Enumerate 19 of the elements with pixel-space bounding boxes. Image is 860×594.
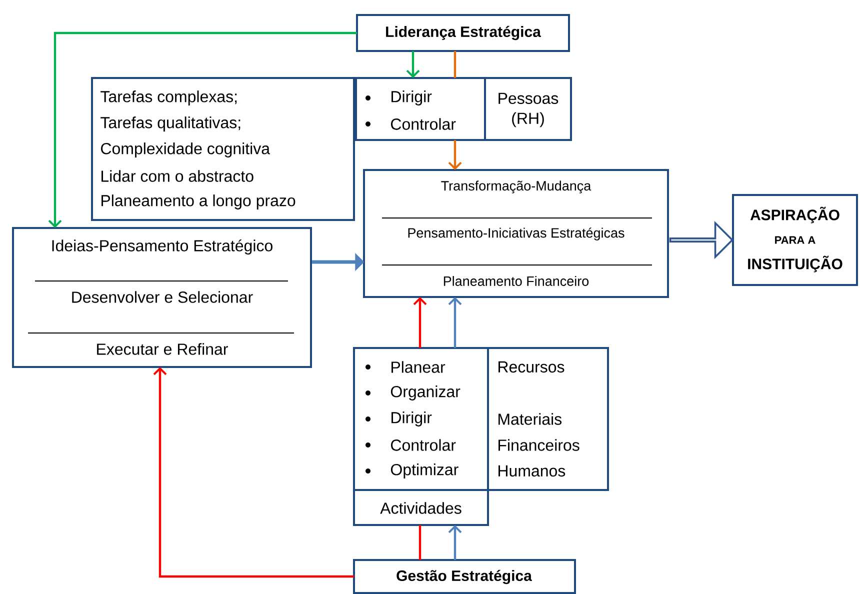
text-box: Tarefas complexas; Tarefas qualitativas; Complexidade cognitiva Lidar com o abstracto Planeamento a longo prazo [91,77,355,221]
list-box: Recursos Materiais Financeiros Humanos [487,347,609,491]
text-box: Ideias-Pensamento Estratégico Desenvolver e Selecionar Executar e Refinar [12,227,312,368]
arrow [406,51,420,78]
arrow [48,32,357,228]
heading-box: Liderança Estratégica [356,14,570,52]
text-box: Pessoas (RH) [484,77,572,141]
connector-line [418,525,422,560]
text-box: Transformação-Mudança Pensamento-Iniciativas Estratégicas Planeamento Financeiro [363,169,669,298]
heading-box: Gestão Estratégica [353,559,576,594]
list-box: Dirigir Controlar [355,77,486,141]
arrow [153,367,354,578]
arrow [413,297,427,348]
arrow [448,525,462,560]
text-box: Actividades [353,489,489,526]
arrow [448,140,462,170]
connector-line [454,51,456,78]
arrow [448,297,462,348]
goal-box: ASPIRAÇÃO PARA A INSTITUIÇÃO [732,194,858,286]
